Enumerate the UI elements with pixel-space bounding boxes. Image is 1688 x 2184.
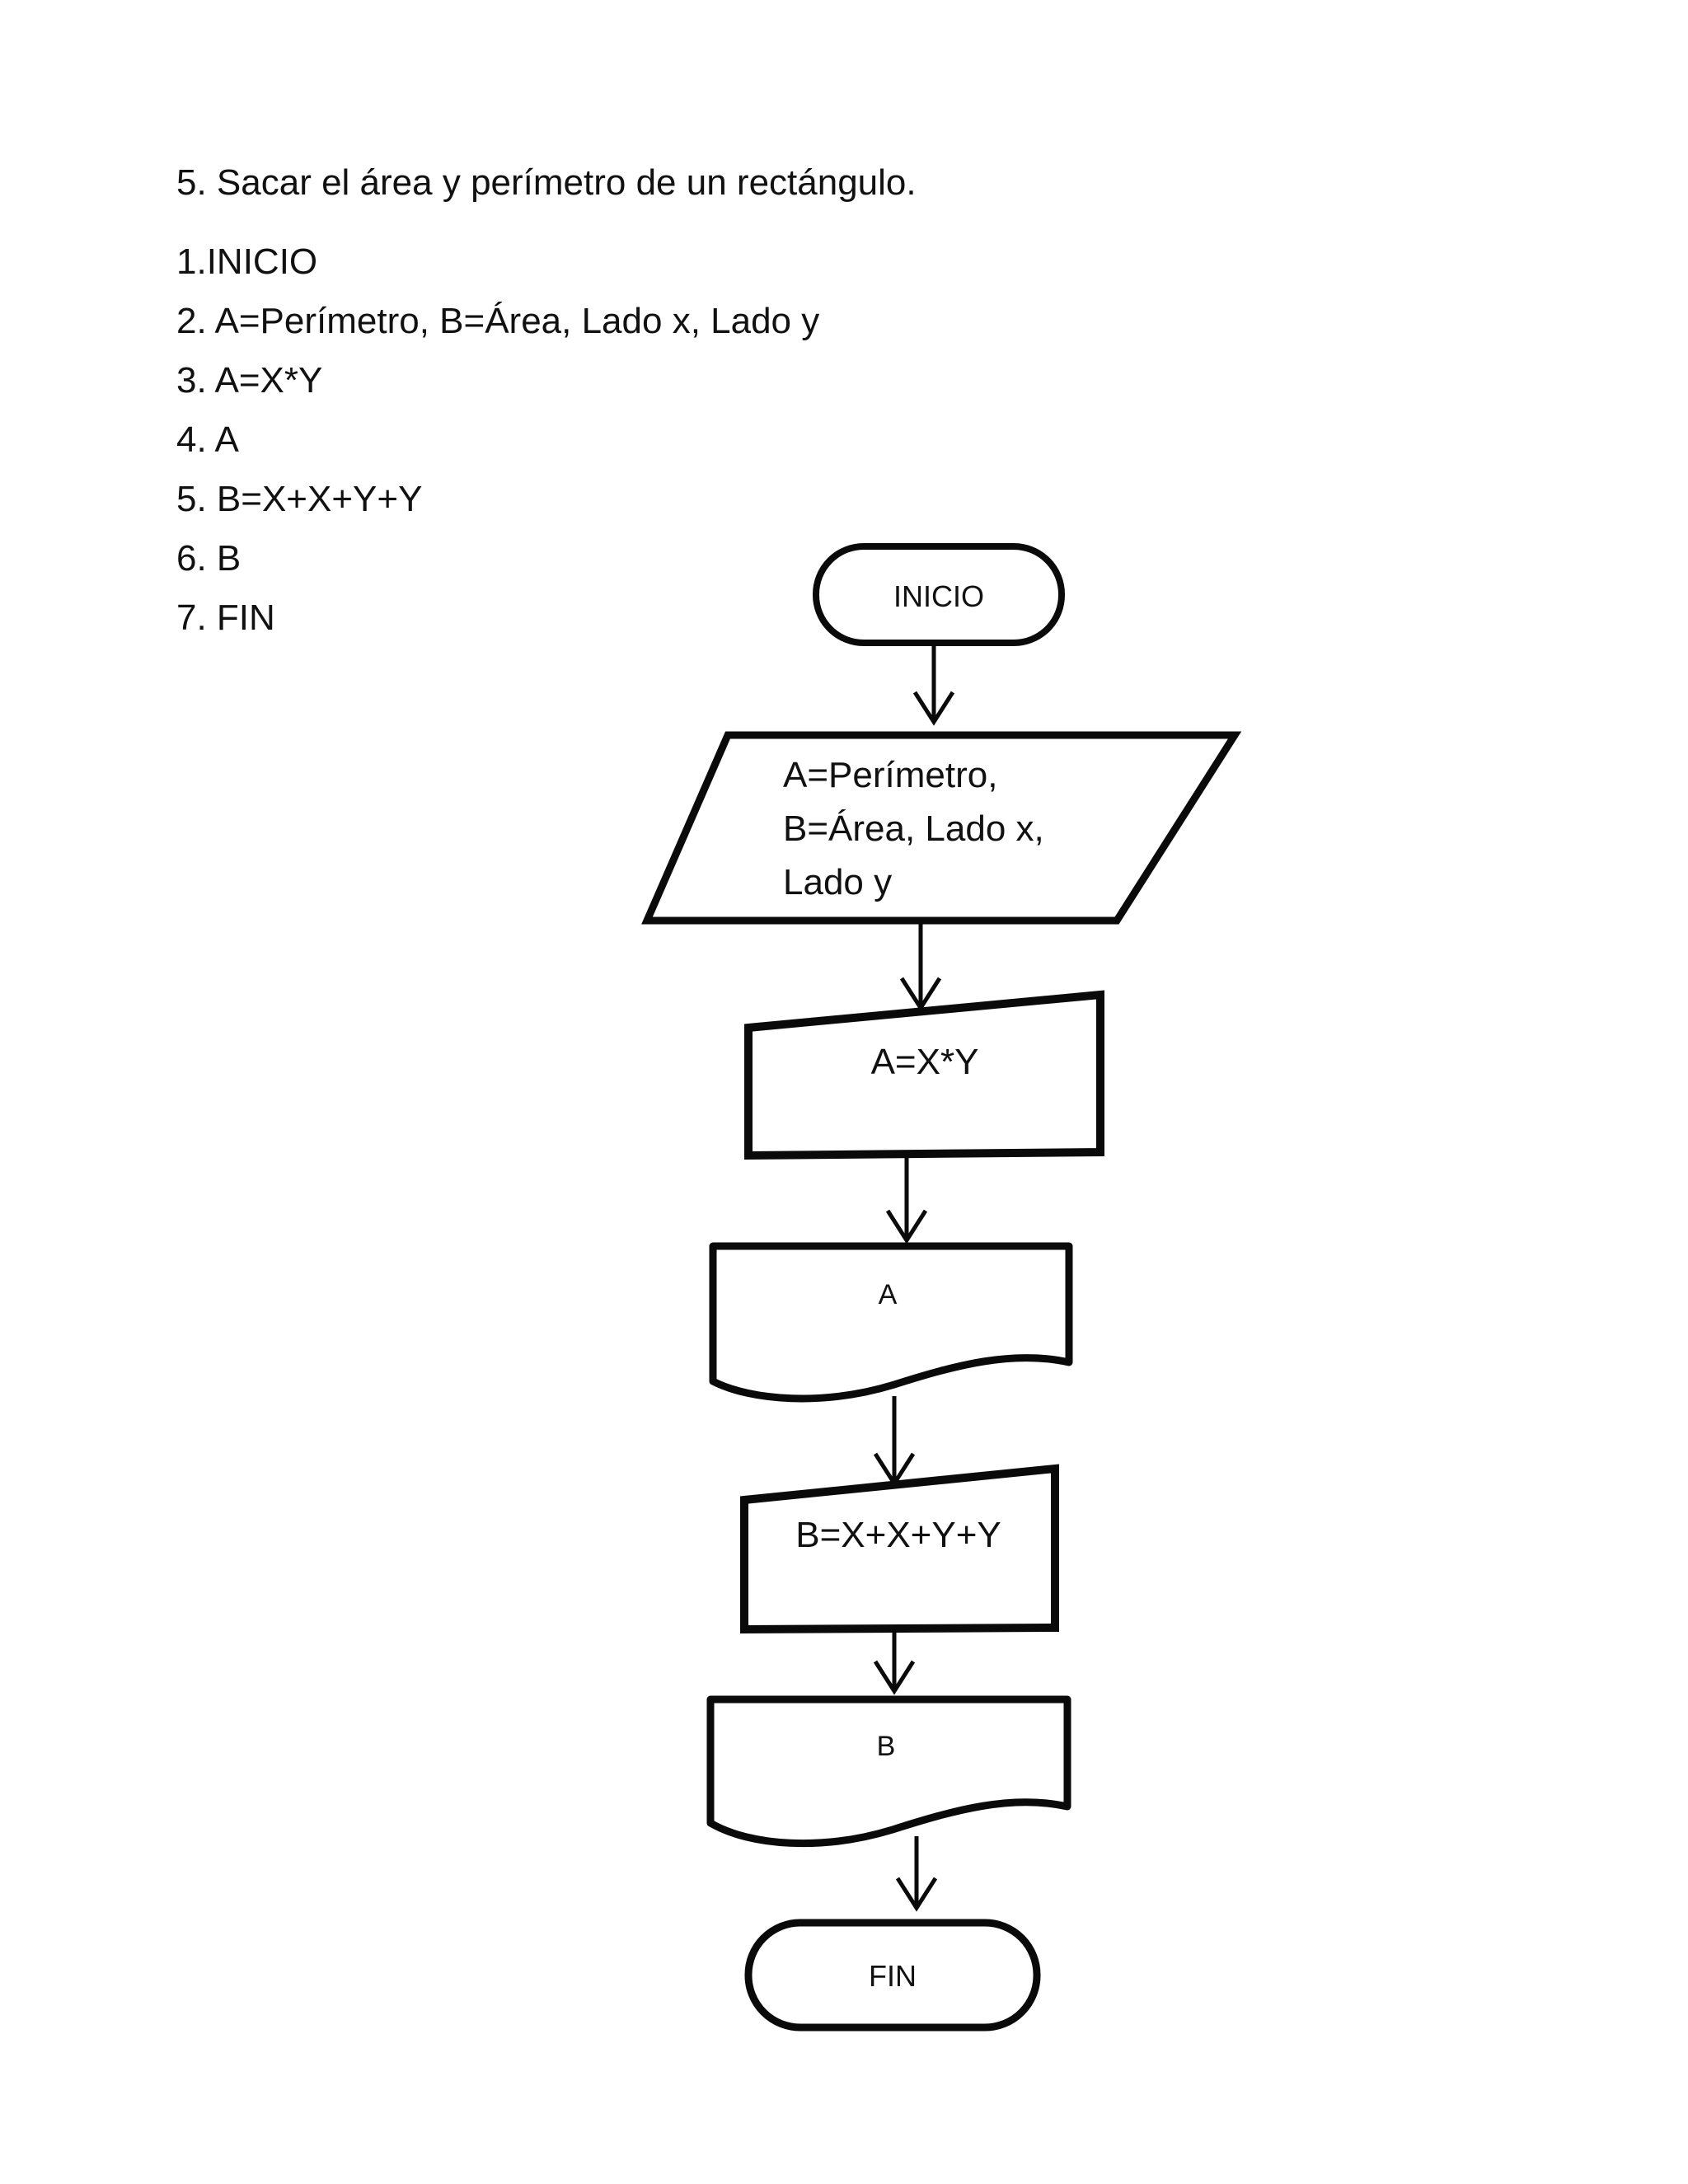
flowchart-process1-box [744, 990, 1104, 1160]
exercise-title: 5. Sacar el área y perímetro de un rectá… [176, 162, 917, 203]
connector-process1-to-output1 [885, 1155, 928, 1244]
input-label-line1: A=Perímetro, [783, 755, 997, 795]
input-label-line3: Lado y [783, 862, 892, 902]
start-terminal-label: INICIO [893, 579, 984, 613]
flowchart-output2-document [706, 1695, 1071, 1848]
process1-label: A=X*Y [871, 1042, 979, 1082]
step-item-3: 3. A=X*Y [176, 360, 323, 401]
connector-start-to-input [912, 644, 955, 726]
connector-input-to-process1 [899, 922, 942, 1012]
algorithm-step-list: 1.INICIO 2. A=Perímetro, B=Área, Lado x,… [176, 232, 819, 648]
step-item-1: 1.INICIO [176, 241, 318, 282]
connector-output2-to-end [895, 1836, 938, 1912]
arrowhead-icon [885, 1209, 928, 1244]
step-item-2: 2. A=Perímetro, B=Área, Lado x, Lado y [176, 301, 820, 341]
flowchart-process2-box [740, 1464, 1059, 1634]
arrowhead-icon [895, 1877, 938, 1912]
flowchart-end-terminal [744, 1919, 1041, 2032]
step-item-6: 6. B [176, 538, 241, 579]
step-item-5: 5. B=X+X+Y+Y [176, 479, 423, 519]
flowchart-start-terminal [813, 543, 1065, 646]
flowchart-input-parallelogram [641, 731, 1242, 925]
output1-label: A [879, 1279, 898, 1310]
process2-label: B=X+X+Y+Y [795, 1515, 1001, 1555]
connector-process2-to-output2 [873, 1629, 916, 1695]
end-terminal-label: FIN [869, 1959, 917, 1993]
output2-label: B [877, 1731, 896, 1762]
connector-output1-to-process2 [873, 1396, 916, 1488]
step-item-7: 7. FIN [176, 598, 275, 638]
arrowhead-icon [873, 1660, 916, 1695]
input-label-line2: B=Área, Lado x, [783, 808, 1044, 849]
arrowhead-icon [912, 691, 955, 726]
flowchart-output1-document [709, 1242, 1073, 1403]
step-item-4: 4. A [176, 419, 239, 460]
